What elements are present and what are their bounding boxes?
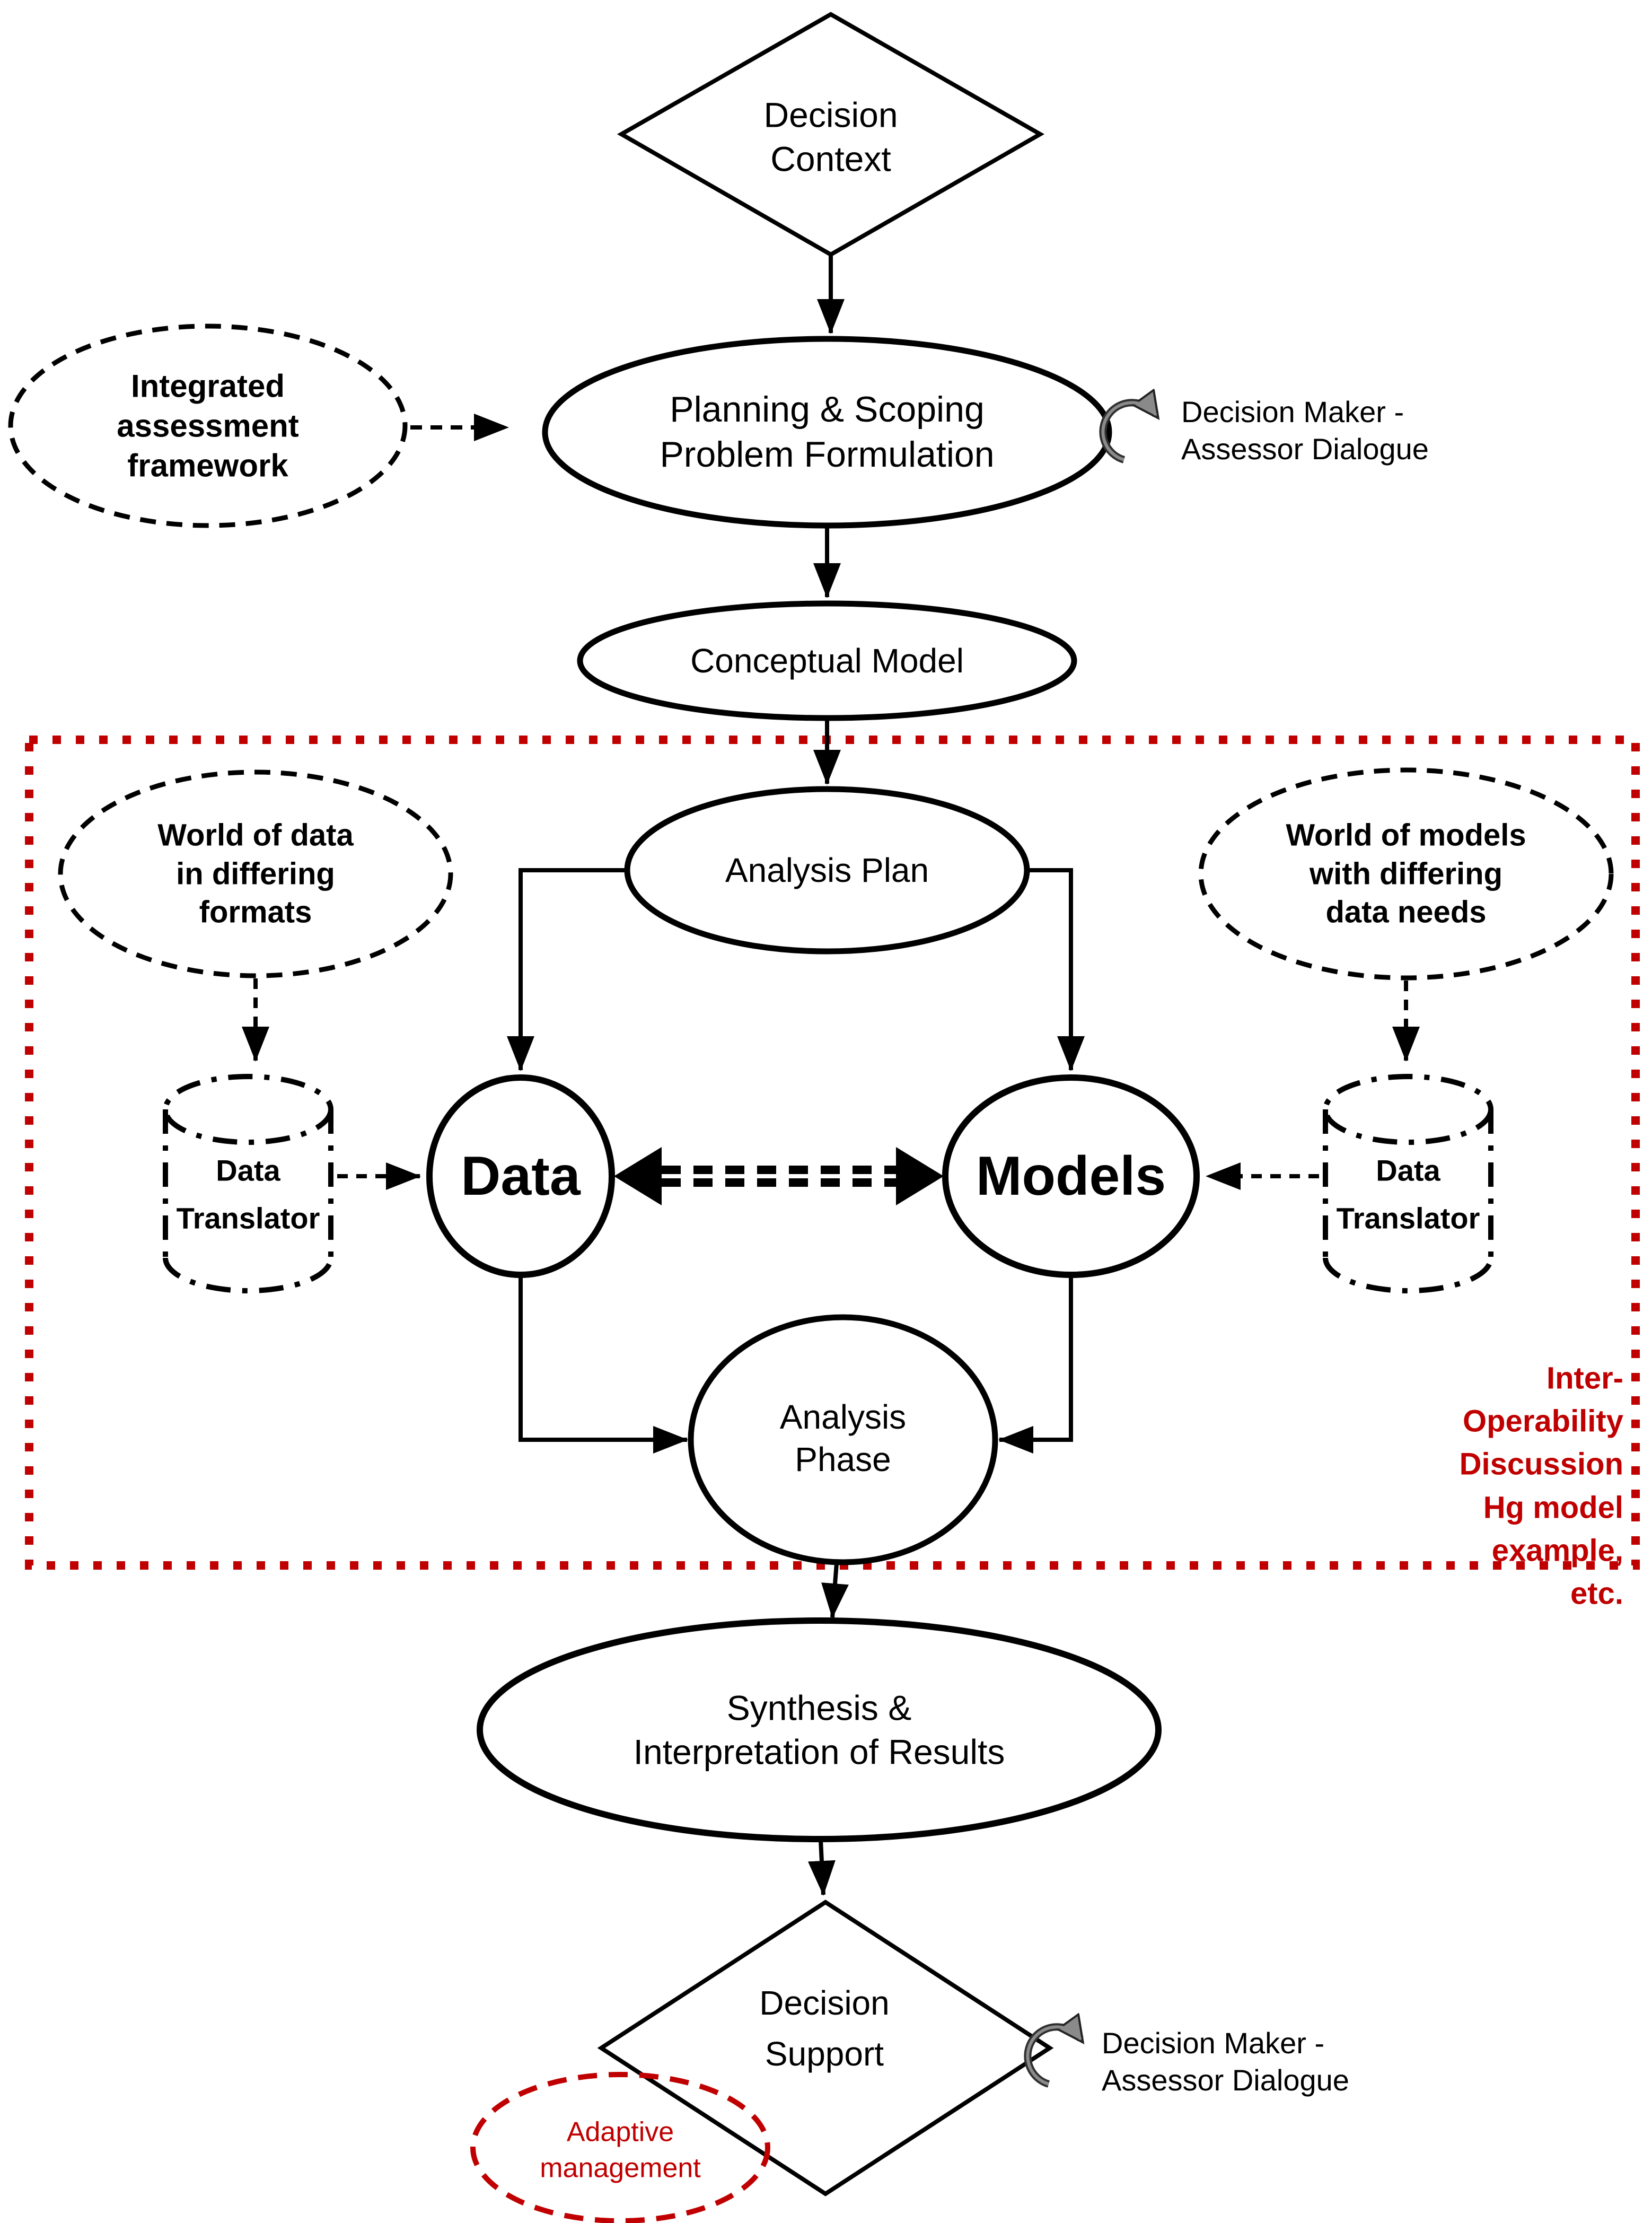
world-of-models-label: World of models with differing data need… (1286, 818, 1526, 930)
integrated-assessment-label: Integrated assessment framework (117, 368, 299, 484)
world-of-data-ellipse (58, 769, 453, 978)
analysis-phase-ellipse (688, 1314, 998, 1565)
adaptive-management-label: Adaptive management (540, 2116, 701, 2183)
connector-plan-to-models (1027, 868, 1085, 1071)
synthesis-ellipse (477, 1617, 1162, 1842)
decision-support-diamond (597, 1900, 1054, 2196)
loop-arrow-icon-top-core (1101, 401, 1157, 461)
connector-models-to-analysis-phase (998, 1275, 1073, 1454)
planning-scoping-ellipse (542, 336, 1112, 529)
interoperability-note-label: Inter-Operability Discussion Hg model ex… (1459, 1361, 1624, 1611)
decision-context-label: Decision Context (763, 95, 898, 179)
arrow-phase-to-synthesis (821, 1563, 849, 1618)
decision-support-label: Decision Support (759, 1984, 890, 2073)
connector-data-to-analysis-phase (519, 1275, 688, 1454)
planning-scoping-label: Planning & Scoping Problem Formulation (660, 389, 995, 475)
models-label: Models (976, 1145, 1166, 1207)
dialogue-top-label: Decision Maker - Assessor Dialogue (1181, 395, 1429, 466)
data-translator-left-cylinder (163, 1074, 333, 1293)
conceptual-model-label: Conceptual Model (690, 642, 964, 680)
world-of-models-ellipse (1198, 767, 1614, 981)
data-translator-right-cylinder (1323, 1074, 1493, 1293)
decision-context-diamond (617, 12, 1045, 257)
data-models-bidirectional-arrow (614, 1147, 944, 1205)
data-translator-right-label: Data Translator (1336, 1153, 1480, 1235)
loop-arrow-icon-bottom-core (1026, 2025, 1082, 2086)
synthesis-label: Synthesis & Interpretation of Results (633, 1688, 1005, 1772)
data-translator-left-label: Data Translator (176, 1153, 320, 1235)
data-label: Data (461, 1145, 581, 1207)
arrow-synthesis-to-decision (807, 1840, 836, 1896)
integrated-assessment-ellipse (8, 323, 408, 528)
dialogue-bottom-label: Decision Maker - Assessor Dialogue (1102, 2026, 1349, 2097)
world-of-data-label: World of data in differing formats (157, 818, 354, 930)
analysis-phase-label: Analysis Phase (779, 1398, 907, 1478)
connector-plan-to-data (507, 868, 627, 1071)
conceptual-model-ellipse (577, 600, 1077, 721)
adaptive-management-ellipse (470, 2072, 770, 2223)
analysis-plan-label: Analysis Plan (725, 851, 929, 889)
